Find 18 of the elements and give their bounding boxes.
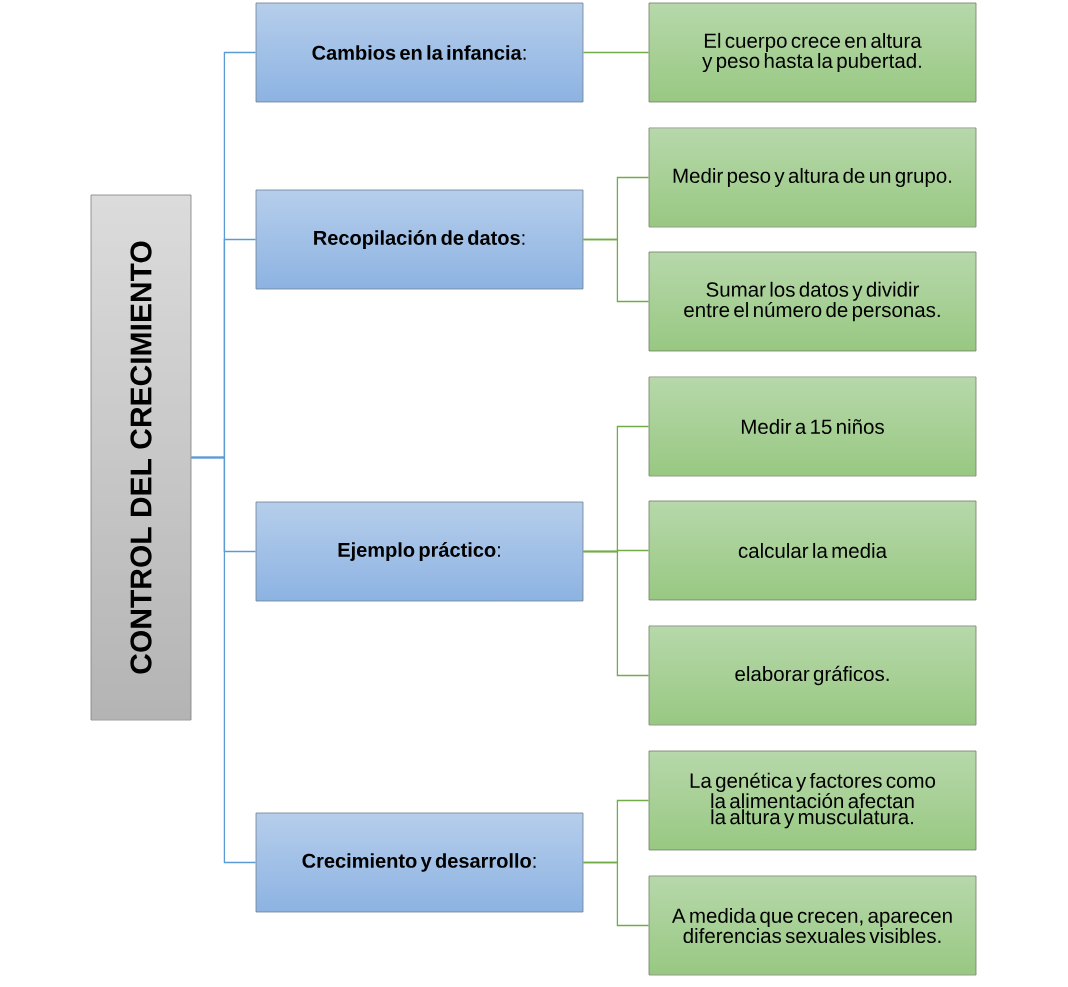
detail-box: calcular la media (648, 500, 977, 601)
connector-line (582, 550, 650, 677)
detail-box: El cuerpo crece en altura y peso hasta la pubertad. (648, 2, 977, 103)
detail-box: Medir peso y altura de un grupo. (648, 127, 977, 228)
topic-box: Recopilación de datos: (255, 189, 584, 290)
connector-line (582, 238, 650, 303)
topic-box: Crecimiento y desarrollo: (255, 812, 584, 913)
connector-line (582, 51, 650, 54)
connector-line (190, 456, 257, 864)
title-box: CONTROL DEL CRECIMIENTO (90, 194, 192, 721)
detail-box: A medida que crecen, aparecen diferencias sexuales visibles. (648, 875, 977, 976)
detail-box: elaborar gráficos. (648, 625, 977, 726)
detail-box: La genética y factores como la alimentación afectan la altura y musculatura. (648, 750, 977, 851)
detail-box: Medir a 15 niños (648, 376, 977, 477)
topic-box: Ejemplo práctico: (255, 501, 584, 602)
topic-box: Cambios en la infancia: (255, 2, 584, 103)
detail-box: Sumar los datos y dividir entre el número de personas. (648, 251, 977, 352)
connector-line (582, 861, 650, 927)
